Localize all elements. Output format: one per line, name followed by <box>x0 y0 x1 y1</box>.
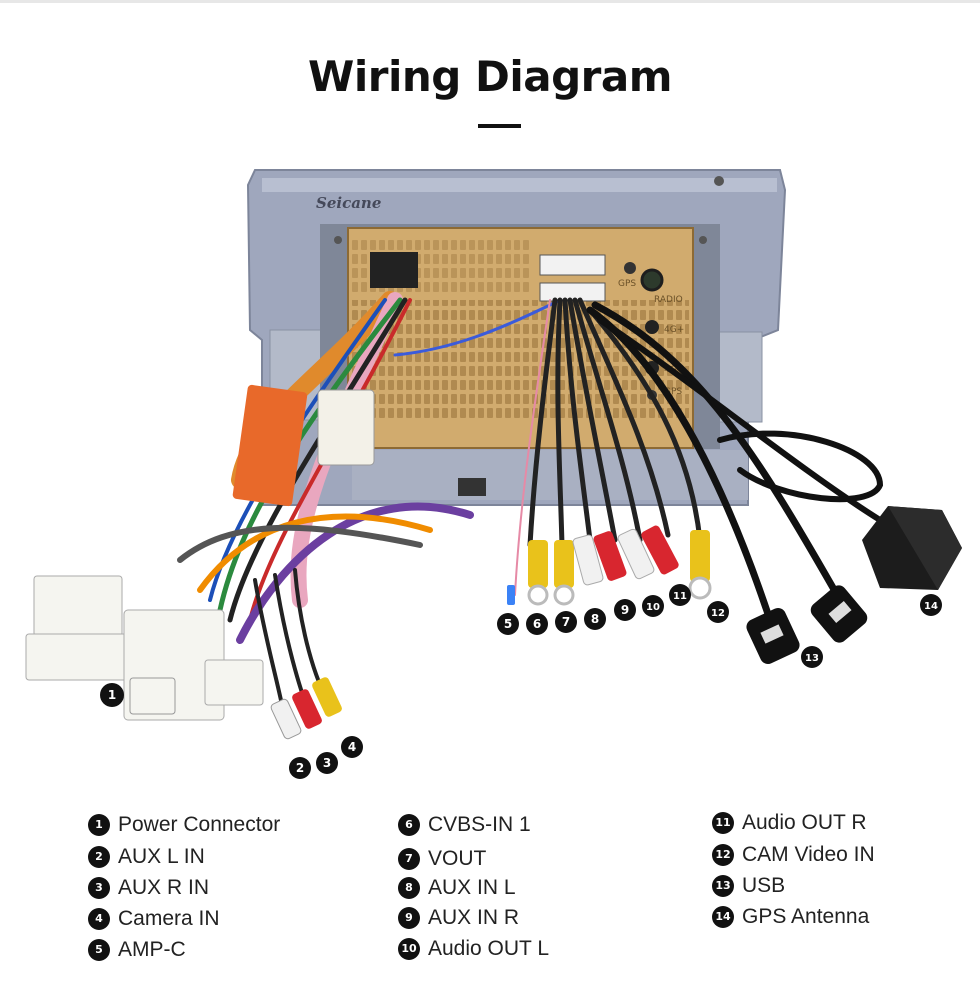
legend-label: VOUT <box>428 847 487 870</box>
legend-number-badge: 6 <box>398 814 420 836</box>
radio-port-label: RADIO <box>654 295 683 305</box>
callout-badge-13: 13 <box>801 646 823 668</box>
legend-number-badge: 8 <box>398 877 420 899</box>
top-divider <box>0 0 980 3</box>
legend-label: AMP-C <box>118 938 186 961</box>
legend-number-badge: 13 <box>712 875 734 897</box>
callout-badge-9: 9 <box>614 599 636 621</box>
legend-label: Power Connector <box>118 813 281 836</box>
legend-number-badge: 11 <box>712 812 734 834</box>
gps-antenna <box>862 506 962 590</box>
aux-rca-plugs-left <box>270 677 342 740</box>
gps-port-label: GPS <box>618 279 636 289</box>
svg-text:14: 14 <box>924 601 938 612</box>
gps-lower-port-label: GPS <box>664 387 682 397</box>
svg-text:8: 8 <box>591 612 599 626</box>
brand-logo: Seicane <box>316 194 381 212</box>
page-title: Wiring Diagram <box>308 52 672 101</box>
callout-badge-5: 5 <box>497 613 519 635</box>
legend-number-badge: 12 <box>712 844 734 866</box>
callout-badge-1: 1 <box>100 683 124 707</box>
legend-number-badge: 14 <box>712 906 734 928</box>
legend-number-badge: 5 <box>88 939 110 961</box>
wiring-illustration: Seicane GPS RADIO 4G+ 4G- GPS <box>25 169 962 779</box>
callout-badge-14: 14 <box>920 594 942 616</box>
callout-badge-2: 2 <box>289 757 311 779</box>
legend-label: AUX R IN <box>118 876 210 899</box>
legend-label: AUX IN L <box>428 876 516 899</box>
legend-number-badge: 3 <box>88 877 110 899</box>
legend-label: Audio OUT L <box>428 937 550 960</box>
legend-number-badge: 9 <box>398 907 420 929</box>
legend-label: CAM Video IN <box>742 843 875 866</box>
rca-harness-right <box>514 297 884 624</box>
callout-badge-12: 12 <box>707 601 729 623</box>
svg-text:4: 4 <box>348 740 356 754</box>
callout-badge-3: 3 <box>316 752 338 774</box>
svg-text:5: 5 <box>504 617 512 631</box>
legend-label: CVBS-IN 1 <box>428 813 531 836</box>
4g-plus-port-label: 4G+ <box>664 325 684 335</box>
callout-badge-10: 10 <box>642 595 664 617</box>
svg-text:1: 1 <box>108 688 116 702</box>
legend-label: USB <box>742 874 786 897</box>
usb-connectors <box>746 585 868 664</box>
svg-text:11: 11 <box>673 591 687 602</box>
svg-text:12: 12 <box>711 608 725 619</box>
callout-badge-6: 6 <box>526 613 548 635</box>
legend-number-badge: 7 <box>398 848 420 870</box>
legend-label: Audio OUT R <box>742 811 867 834</box>
svg-text:13: 13 <box>805 653 819 664</box>
legend-label: AUX L IN <box>118 845 205 868</box>
callout-badge-4: 4 <box>341 736 363 758</box>
callout-badge-8: 8 <box>584 608 606 630</box>
legend-number-badge: 1 <box>88 814 110 836</box>
svg-text:9: 9 <box>621 603 629 617</box>
svg-text:2: 2 <box>296 761 304 775</box>
callout-badge-7: 7 <box>555 611 577 633</box>
legend-label: GPS Antenna <box>742 905 870 928</box>
legend-number-badge: 2 <box>88 846 110 868</box>
legend-label: Camera IN <box>118 907 220 930</box>
legend-label: AUX IN R <box>428 906 520 929</box>
svg-text:10: 10 <box>646 602 660 613</box>
callout-badge-11: 11 <box>669 584 691 606</box>
svg-text:6: 6 <box>533 617 541 631</box>
legend-number-badge: 4 <box>88 908 110 930</box>
rca-plugs-right <box>507 525 712 606</box>
svg-text:3: 3 <box>323 756 331 770</box>
title-underline <box>478 124 521 128</box>
legend-number-badge: 10 <box>398 938 420 960</box>
svg-text:7: 7 <box>562 615 570 629</box>
power-harness <box>25 291 562 722</box>
